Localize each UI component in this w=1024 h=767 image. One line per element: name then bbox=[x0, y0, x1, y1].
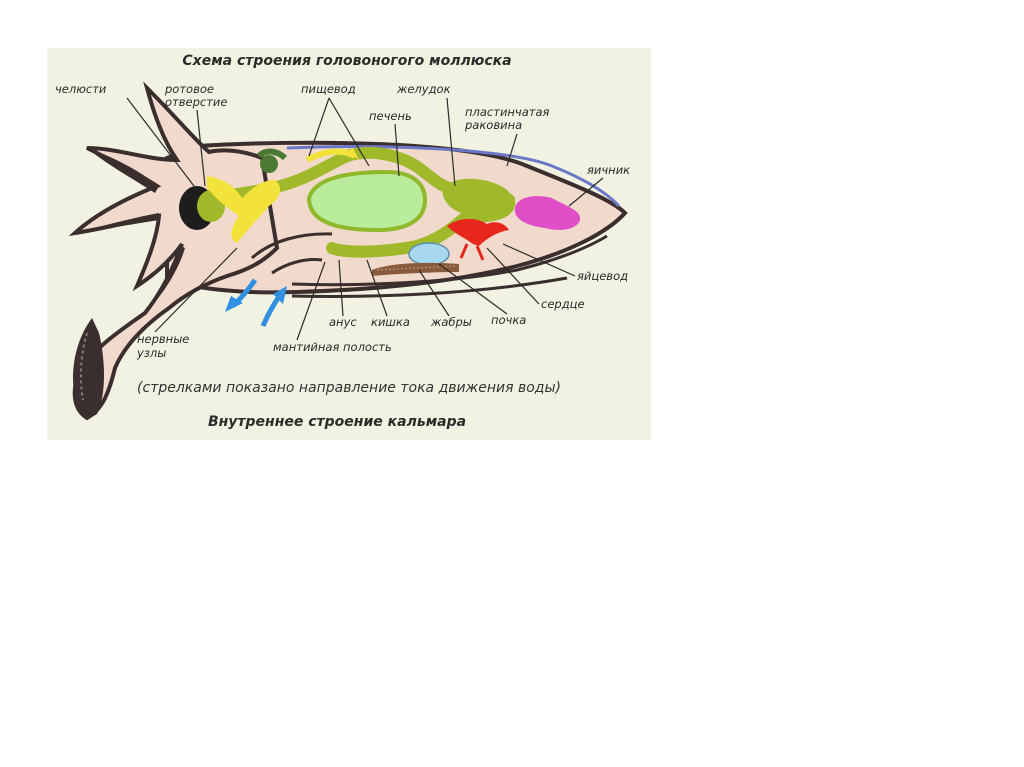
diagram-title: Схема строения головоногого моллюска bbox=[182, 53, 511, 69]
heart bbox=[447, 218, 509, 246]
digestive-tract bbox=[179, 146, 516, 258]
nerve-ganglia bbox=[207, 148, 359, 243]
label-shell-2: раковина bbox=[464, 118, 522, 132]
gills bbox=[372, 262, 459, 276]
label-nerve-nodes-2: узлы bbox=[136, 346, 166, 360]
water-flow-note: (стрелками показано направление тока дви… bbox=[137, 380, 561, 396]
label-kidney: почка bbox=[491, 313, 526, 327]
diagram-canvas: Схема строения головоногого моллюска чел… bbox=[55, 53, 630, 430]
leader-lines bbox=[126, 97, 604, 341]
label-liver: печень bbox=[369, 109, 412, 123]
kidney bbox=[408, 242, 450, 266]
label-shell-1: пластинчатая bbox=[465, 105, 550, 119]
label-oviduct: яйцевод bbox=[577, 269, 628, 283]
label-nerve-nodes-1: нервные bbox=[137, 332, 189, 346]
label-mantle-cavity: мантийная полость bbox=[273, 340, 392, 354]
label-jaws: челюсти bbox=[55, 82, 107, 96]
label-gills: жабры bbox=[430, 315, 472, 329]
ovary bbox=[514, 196, 581, 230]
liver bbox=[306, 169, 428, 233]
label-stomach: желудок bbox=[396, 82, 451, 96]
squid-diagram: Схема строения головоногого моллюска чел… bbox=[47, 48, 651, 440]
shell bbox=[286, 145, 621, 208]
label-anus: анус bbox=[329, 315, 357, 329]
label-mouth-1: ротовое bbox=[164, 82, 214, 96]
label-esophagus: пищевод bbox=[301, 82, 356, 96]
water-flow-arrows bbox=[225, 278, 287, 327]
label-mouth-2: отверстие bbox=[165, 95, 227, 109]
label-ovary: яичник bbox=[587, 163, 630, 177]
label-intestine: кишка bbox=[371, 315, 410, 329]
diagram-caption: Внутреннее строение кальмара bbox=[208, 414, 466, 430]
label-heart: сердце bbox=[541, 297, 585, 311]
